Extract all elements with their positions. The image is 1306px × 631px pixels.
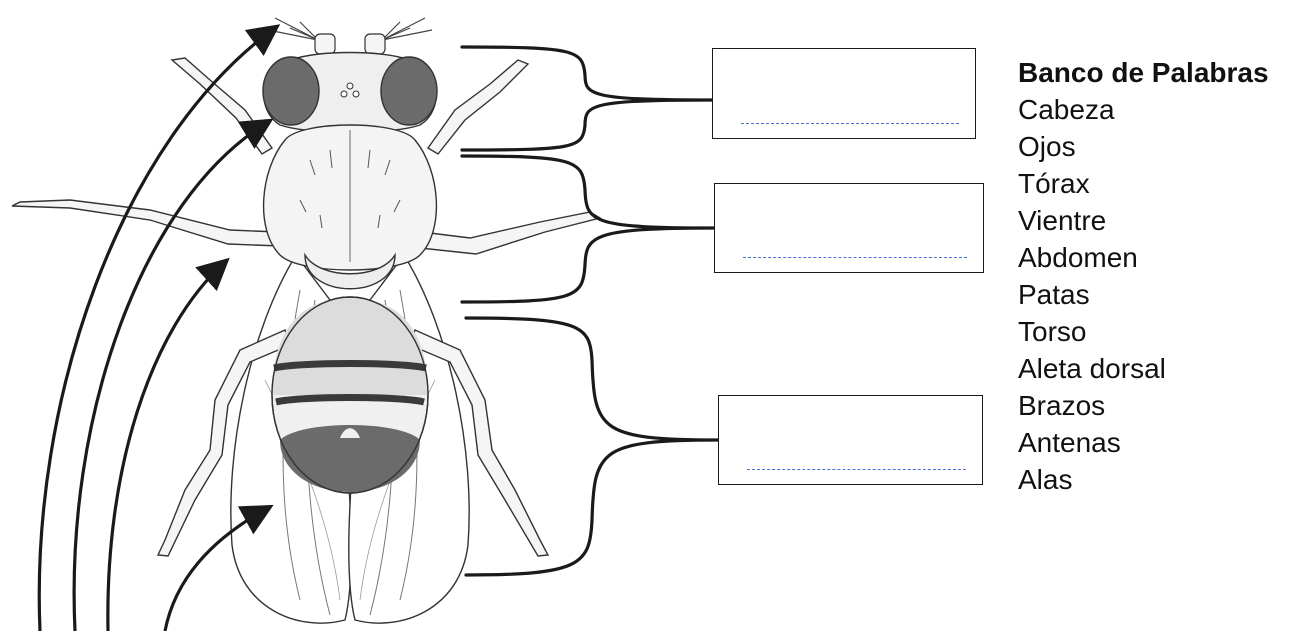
eye-right xyxy=(381,57,437,125)
bracket-head xyxy=(462,47,712,150)
word-bank-item: Patas xyxy=(1018,276,1269,313)
word-bank-item: Antenas xyxy=(1018,424,1269,461)
word-bank: Banco de Palabras Cabeza Ojos Tórax Vien… xyxy=(1018,54,1269,498)
eye-left xyxy=(263,57,319,125)
word-bank-item: Aleta dorsal xyxy=(1018,350,1269,387)
answer-box-abdomen[interactable] xyxy=(718,395,983,485)
antennae xyxy=(268,18,432,54)
word-bank-item: Tórax xyxy=(1018,165,1269,202)
word-bank-item: Cabeza xyxy=(1018,91,1269,128)
answer-box-thorax[interactable] xyxy=(714,183,984,273)
word-bank-item: Abdomen xyxy=(1018,239,1269,276)
word-bank-list: Cabeza Ojos Tórax Vientre Abdomen Patas … xyxy=(1018,91,1269,498)
word-bank-item: Vientre xyxy=(1018,202,1269,239)
word-bank-item: Brazos xyxy=(1018,387,1269,424)
arrow-leg xyxy=(108,262,225,631)
fly-illustration-icon xyxy=(12,18,600,623)
word-bank-item: Alas xyxy=(1018,461,1269,498)
answer-box-head[interactable] xyxy=(712,48,976,139)
bracket-thorax xyxy=(462,156,714,302)
bracket-abdomen xyxy=(466,318,718,575)
answer-line xyxy=(747,469,966,470)
answer-line xyxy=(741,123,959,124)
word-bank-item: Ojos xyxy=(1018,128,1269,165)
brackets xyxy=(462,47,718,575)
word-bank-item: Torso xyxy=(1018,313,1269,350)
word-bank-title: Banco de Palabras xyxy=(1018,54,1269,91)
abdomen xyxy=(272,297,428,493)
answer-line xyxy=(743,257,967,258)
